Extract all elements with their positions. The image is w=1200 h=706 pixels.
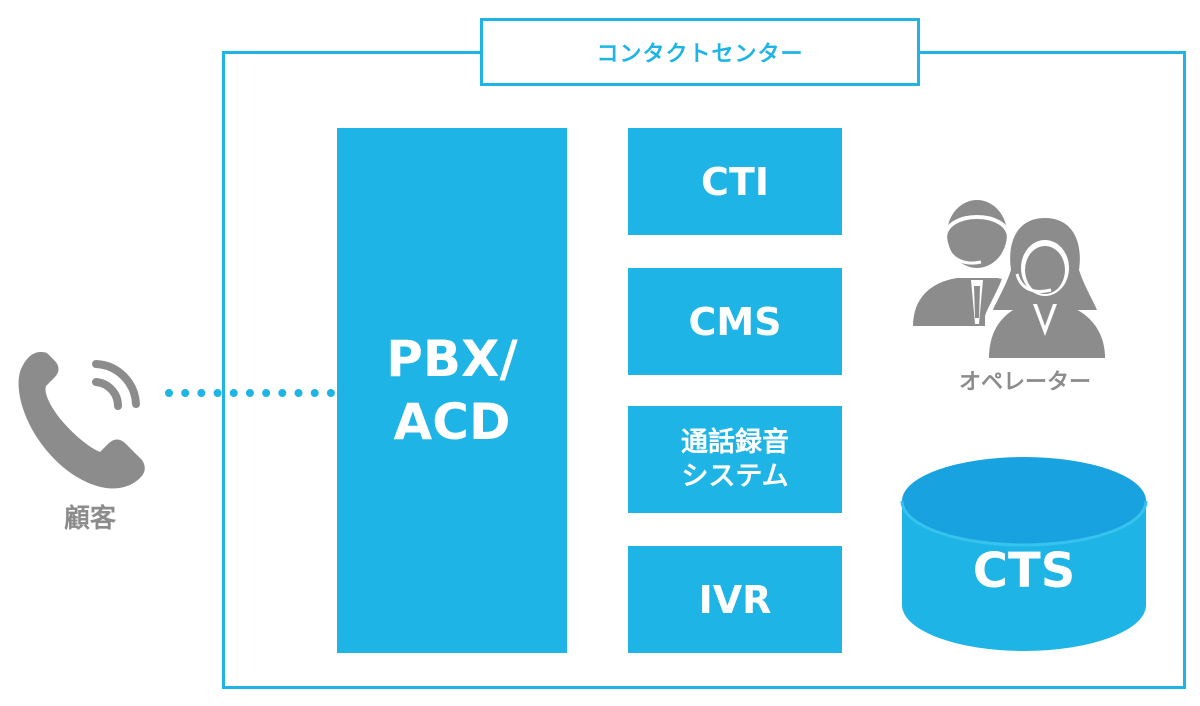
cts-database: CTS	[898, 455, 1150, 655]
ivr-block: IVR	[628, 546, 842, 653]
operators-headset-icon	[905, 186, 1115, 358]
connection-dotted-line	[165, 389, 335, 397]
customer-label: 顧客	[63, 504, 116, 534]
phone-icon	[10, 340, 160, 490]
acd-label: ACD	[393, 392, 511, 451]
call-recording-line1: 通話録音	[681, 426, 789, 458]
operators-label: オペレーター	[958, 370, 1091, 395]
call-recording-block: 通話録音 システム	[628, 406, 842, 513]
pbx-acd-block: PBX/ ACD	[337, 128, 567, 653]
pbx-label: PBX/	[386, 330, 518, 388]
contact-center-title: コンタクトセンター	[480, 18, 920, 86]
call-recording-line2: システム	[681, 460, 789, 492]
cts-label: CTS	[972, 543, 1076, 599]
cti-block: CTI	[628, 128, 842, 235]
database-cylinder-icon	[900, 457, 1148, 651]
cms-block: CMS	[628, 268, 842, 375]
